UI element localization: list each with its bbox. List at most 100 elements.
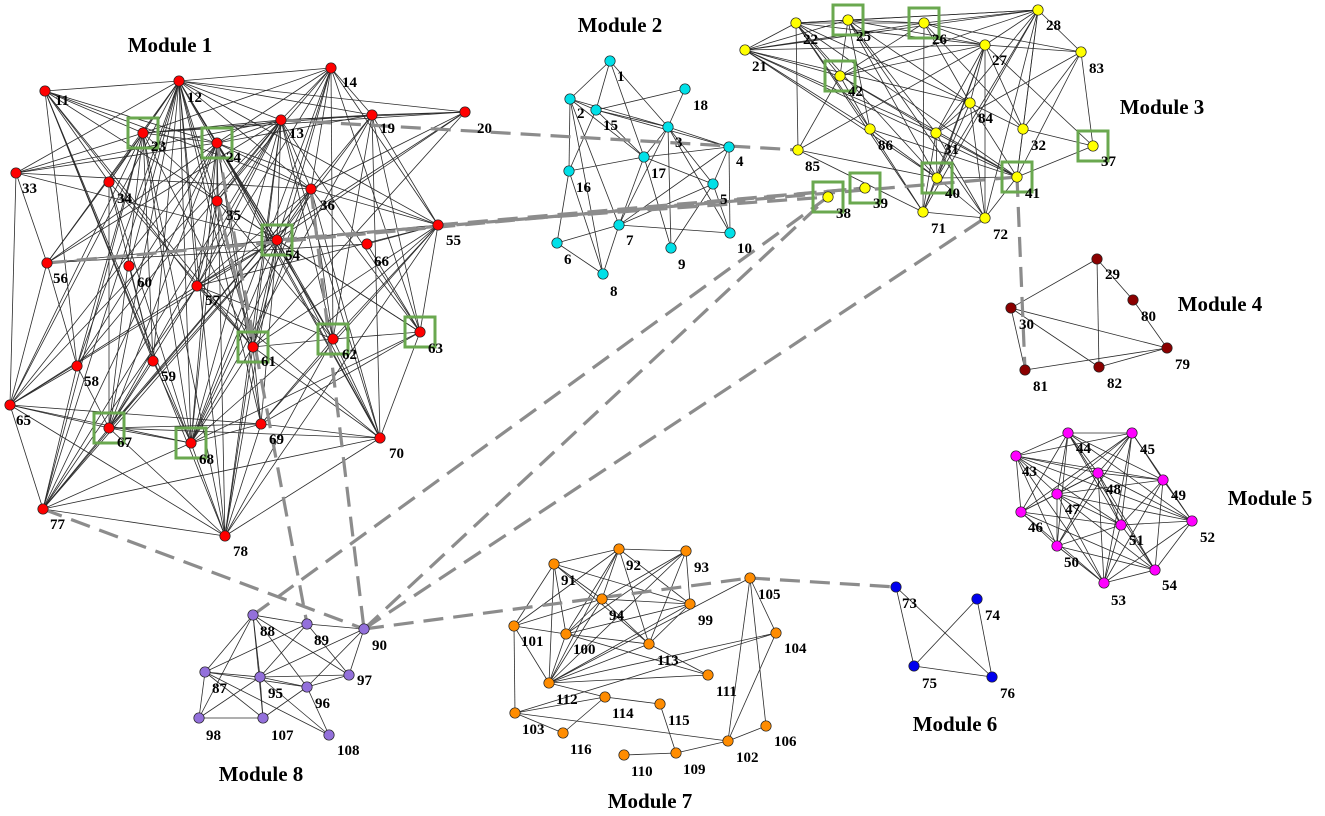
edge-12-19	[178, 80, 373, 116]
edge-28-31	[935, 9, 1039, 134]
node-47	[1051, 488, 1063, 500]
node-label-24: 24	[226, 150, 242, 166]
node-11	[39, 85, 51, 97]
edge-91-100	[553, 563, 567, 635]
node-label-70: 70	[389, 446, 404, 462]
node-label-54: 54	[285, 248, 301, 264]
edge-29-30	[1010, 258, 1098, 309]
node-label-97: 97	[357, 673, 373, 689]
edge-36-62	[310, 188, 334, 340]
edge-52-53	[1103, 520, 1193, 584]
edge-88-97	[252, 614, 350, 676]
edge-93-100	[565, 550, 687, 635]
node-106	[760, 720, 772, 732]
node-label-51: 51	[1129, 533, 1144, 549]
node-label-111: 111	[716, 684, 737, 700]
module-label-4: Module 4	[1178, 292, 1263, 316]
intermodule-link-35-61	[215, 200, 255, 348]
node-label-73: 73	[902, 596, 917, 612]
edge-89-90	[306, 623, 365, 630]
node-label-65: 65	[16, 413, 31, 429]
edge-105-104	[749, 577, 777, 634]
node-label-39: 39	[873, 196, 888, 212]
edge-24-67	[108, 142, 218, 429]
edge-26-28	[923, 9, 1039, 24]
node-28	[1032, 4, 1044, 16]
edge-48-49	[1097, 472, 1164, 481]
edge-1-15	[595, 60, 611, 111]
edge-61-69	[252, 346, 262, 425]
node-7	[613, 219, 625, 231]
node-79	[1161, 342, 1173, 354]
edge-11-61	[44, 90, 254, 348]
edge-104-102	[727, 632, 777, 742]
edge-48-52	[1097, 472, 1193, 522]
node-88	[247, 609, 259, 621]
module-label-3: Module 3	[1120, 95, 1205, 119]
edge-35-62	[216, 200, 334, 340]
edge-25-26	[847, 19, 925, 24]
node-34	[103, 176, 115, 188]
edge-27-71	[922, 44, 986, 213]
node-85	[792, 144, 804, 156]
node-label-67: 67	[117, 435, 133, 451]
edge-26-83	[923, 22, 1082, 53]
edge-23-67	[108, 132, 144, 429]
edge-30-81	[1010, 307, 1026, 371]
module-label-1: Module 1	[128, 33, 213, 57]
node-label-13: 13	[289, 126, 304, 142]
node-65	[4, 399, 16, 411]
edge-27-85	[797, 44, 986, 151]
node-label-54b: 54	[1162, 578, 1178, 594]
edge-84-41	[969, 102, 1018, 178]
edge-54-67	[108, 239, 278, 429]
node-23	[137, 127, 149, 139]
node-62	[327, 333, 339, 345]
edge-7-8	[602, 224, 620, 275]
node-label-59: 59	[161, 369, 176, 385]
node-label-66: 66	[374, 254, 390, 270]
node-label-10: 10	[737, 241, 752, 257]
node-100	[560, 628, 572, 640]
edge-54-63	[276, 239, 421, 333]
module-label-2: Module 2	[578, 13, 663, 37]
node-50	[1051, 540, 1063, 552]
edge-20-61	[252, 111, 466, 348]
hub-box-23	[126, 116, 160, 150]
edge-1-2	[569, 60, 611, 100]
edge-44-52	[1067, 432, 1193, 522]
edge-87-107	[204, 671, 264, 719]
node-78	[219, 530, 231, 542]
node-82	[1093, 361, 1105, 373]
node-label-5: 5	[720, 192, 728, 208]
edge-31-72	[935, 132, 986, 219]
node-label-89: 89	[314, 633, 329, 649]
edge-99-112	[548, 603, 691, 684]
edge-116-114	[562, 696, 606, 734]
edge-46-51	[1020, 511, 1122, 526]
edge-112-113	[548, 643, 650, 684]
edge-30-79	[1010, 307, 1168, 349]
edge-23-56	[46, 132, 144, 264]
edge-17-5	[643, 156, 714, 185]
edge-56-58	[46, 262, 78, 367]
node-42	[834, 70, 846, 82]
node-label-49: 49	[1171, 488, 1186, 504]
edge-63-69	[260, 331, 421, 425]
edge-6-8	[556, 242, 604, 275]
node-label-68: 68	[199, 452, 214, 468]
node-label-43: 43	[1022, 464, 1037, 480]
edge-22-71	[795, 22, 924, 213]
node-84	[964, 97, 976, 109]
hub-box-62	[316, 322, 350, 356]
edge-51-52	[1120, 520, 1193, 526]
node-label-34: 34	[117, 191, 133, 207]
edge-36-70	[310, 188, 381, 439]
node-label-72: 72	[993, 227, 1008, 243]
node-3	[662, 121, 674, 133]
node-label-40: 40	[945, 186, 960, 202]
edge-70-77	[42, 437, 381, 510]
node-label-14: 14	[342, 75, 358, 91]
edge-42-85	[797, 75, 841, 151]
edge-101-112	[513, 625, 550, 684]
